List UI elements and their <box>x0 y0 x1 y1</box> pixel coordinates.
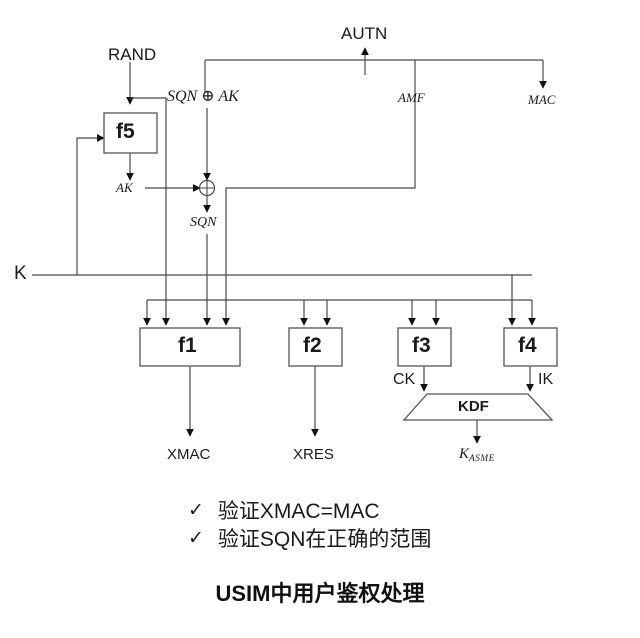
box-f1 <box>139 327 241 367</box>
box-f3 <box>397 327 452 367</box>
label-xres: XRES <box>293 446 334 463</box>
wire-amf <box>225 60 416 300</box>
xor-operator <box>198 179 216 197</box>
check-icon: ✓ <box>188 527 204 549</box>
shape-kdf-trapezoid <box>402 393 554 421</box>
label-f5: f5 <box>116 120 135 143</box>
label-mac: MAC <box>528 92 556 107</box>
label-sqn: SQN <box>190 215 217 230</box>
box-f5 <box>103 112 158 154</box>
check-text: 验证XMAC=MAC <box>217 500 380 523</box>
label-ik: IK <box>538 371 554 388</box>
label-f1: f1 <box>178 334 197 357</box>
box-f2 <box>288 327 343 367</box>
label-kasme-base: K <box>459 446 470 462</box>
wire-k-to-f5 <box>76 134 105 275</box>
label-kasme: KASME <box>459 446 495 464</box>
label-kasme-subscript: ASME <box>469 453 495 464</box>
label-f2: f2 <box>303 334 322 357</box>
list-item: ✓ 验证SQN在正确的范围 <box>188 526 548 554</box>
label-amf: AMF <box>398 90 425 105</box>
label-k: K <box>14 263 27 284</box>
box-f4 <box>503 327 558 367</box>
label-f4: f4 <box>518 334 537 357</box>
check-icon: ✓ <box>188 500 204 521</box>
check-text: 验证SQN在正确的范围 <box>217 527 432 551</box>
label-ck: CK <box>393 371 416 388</box>
verification-checklist: ✓ 验证XMAC=MAC ✓ 验证SQN在正确的范围 <box>188 498 548 553</box>
list-item: ✓ 验证XMAC=MAC <box>188 498 548 526</box>
diagram-title: USIM中用户鉴权处理 <box>215 581 425 606</box>
label-rand: RAND <box>108 45 157 64</box>
label-autn: AUTN <box>341 24 388 43</box>
label-kdf: KDF <box>458 398 489 415</box>
label-sqn-xor-ak: SQN ⊕ AK <box>167 88 239 105</box>
label-ak: AK <box>116 180 133 195</box>
label-xmac: XMAC <box>167 446 211 463</box>
wire-rand-branch <box>130 97 167 300</box>
function-boxes <box>103 112 558 421</box>
label-f3: f3 <box>412 334 431 357</box>
connector-lines <box>32 47 547 444</box>
